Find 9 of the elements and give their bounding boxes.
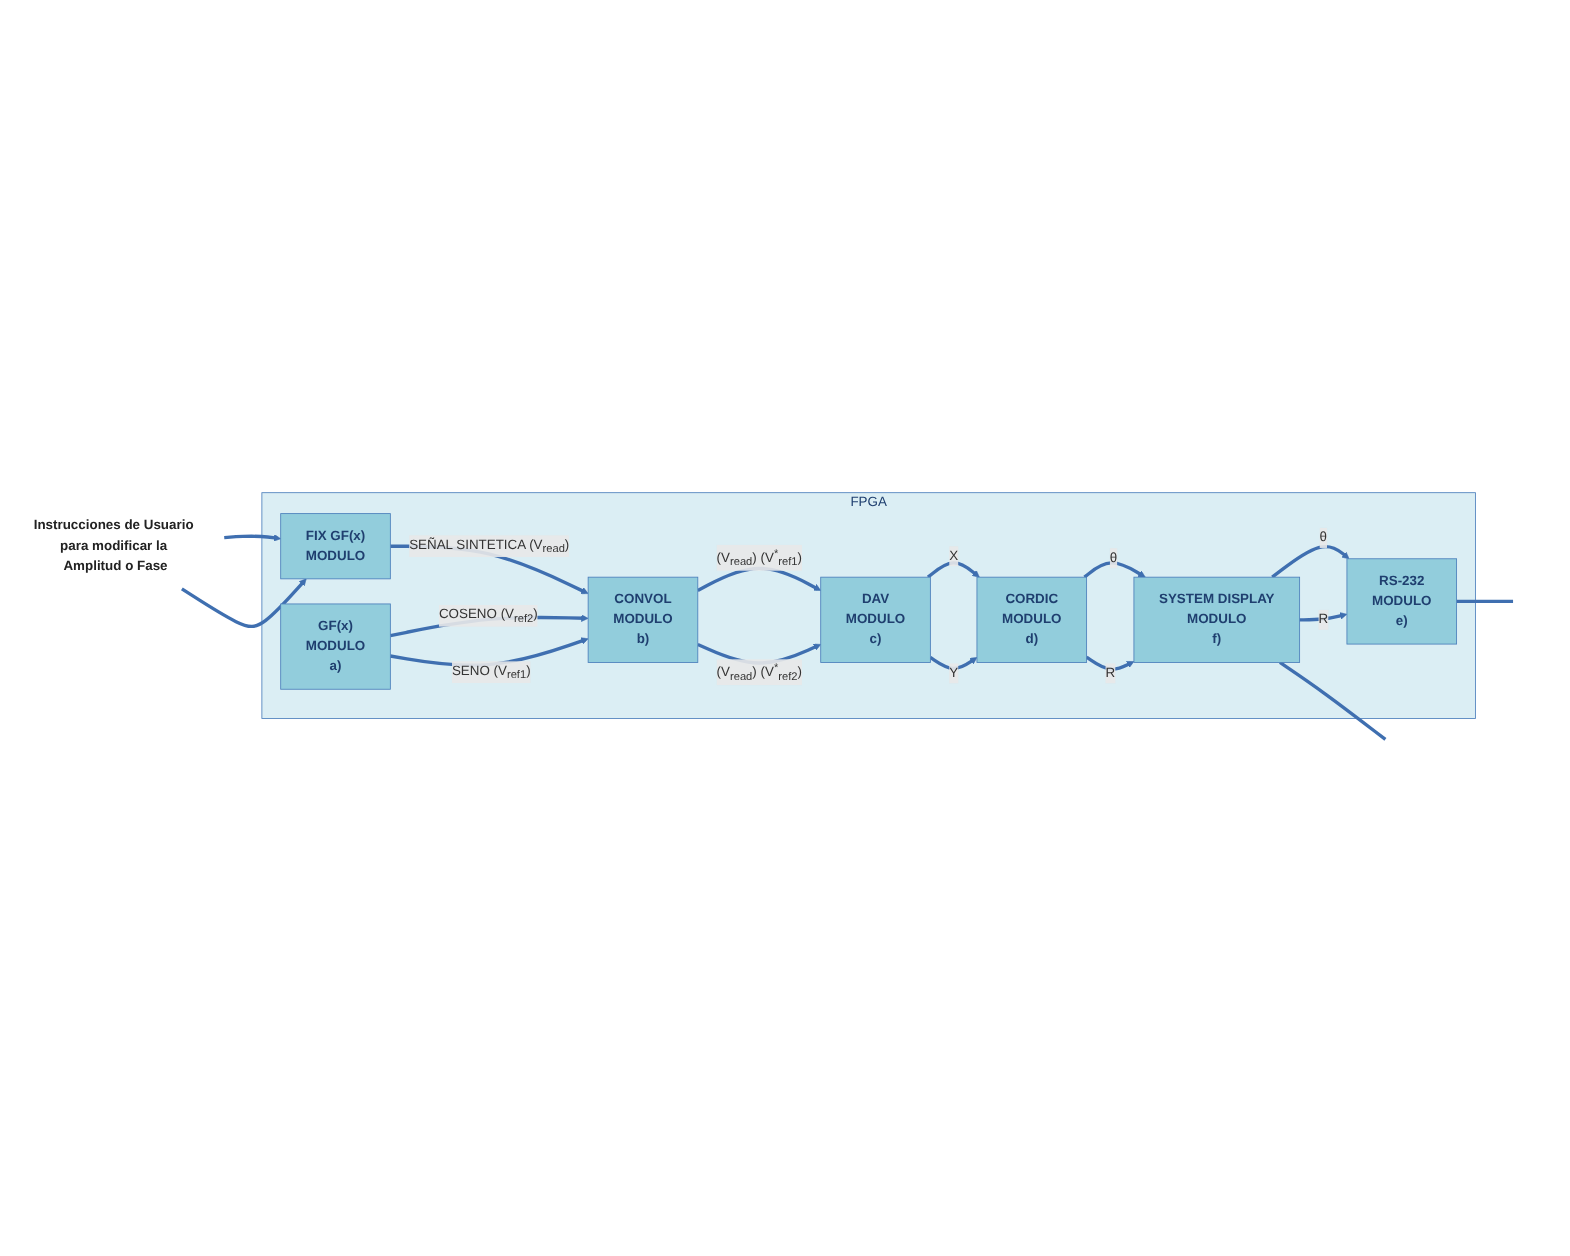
- arrow: [1299, 611, 1348, 621]
- arrow: [180, 577, 307, 628]
- arrow: [1271, 544, 1350, 578]
- connector: [1279, 660, 1387, 741]
- arrow: [926, 560, 980, 578]
- connector: [1456, 599, 1514, 603]
- arrow: [224, 533, 282, 541]
- arrow: [1083, 560, 1146, 578]
- arrow: [929, 655, 978, 670]
